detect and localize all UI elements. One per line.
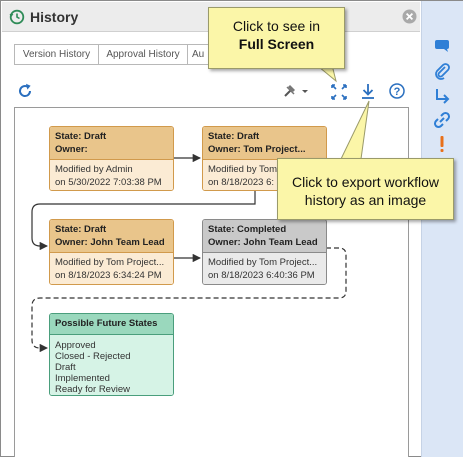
node-owner: Owner:: [55, 144, 88, 155]
node-header: State: Draft Owner: John Team Lead: [50, 220, 173, 253]
callout-line: Click to export workflow: [291, 174, 440, 190]
right-sidebar: [421, 1, 463, 457]
node-body: Modified by Tom Project... on 8/18/2023 …: [203, 253, 326, 284]
fullscreen-callout: Click to see in Full Screen: [208, 7, 345, 69]
arrow-return-icon[interactable]: [432, 86, 452, 106]
node-header: State: Draft Owner:: [50, 127, 173, 160]
future-states-node[interactable]: Possible Future States Approved Closed -…: [49, 313, 174, 396]
comment-icon[interactable]: [432, 36, 452, 56]
node-modified-by: Modified by Admin: [55, 164, 133, 175]
tools-dropdown-icon[interactable]: [282, 82, 310, 100]
node-date: on 8/18/2023 6:40:36 PM: [208, 270, 315, 281]
node-state: State: Draft: [208, 131, 260, 142]
workflow-node[interactable]: State: Completed Owner: John Team Lead M…: [202, 219, 327, 285]
callout-line: history as an image: [304, 192, 427, 208]
node-date: on 8/18/2023 6:34:24 PM: [55, 270, 162, 281]
paperclip-icon[interactable]: [432, 61, 452, 81]
history-icon: [9, 9, 25, 25]
future-states-title: Possible Future States: [50, 314, 173, 335]
export-callout: Click to export workflow history as an i…: [277, 158, 454, 220]
future-states-list: Approved Closed - Rejected Draft Impleme…: [50, 335, 173, 395]
workflow-connectors: [31, 153, 347, 353]
fullscreen-icon[interactable]: [330, 83, 348, 101]
node-state: State: Draft: [55, 224, 107, 235]
help-icon[interactable]: ?: [388, 82, 406, 100]
tab-version-history[interactable]: Version History: [14, 44, 99, 65]
workflow-node[interactable]: State: Draft Owner: Modified by Admin on…: [49, 126, 174, 191]
history-tabs: Version History Approval History Au: [14, 44, 217, 65]
tab-approval-history[interactable]: Approval History: [98, 44, 188, 65]
panel-title: History: [30, 9, 79, 25]
future-state-item: Closed - Rejected: [55, 351, 131, 362]
node-modified-by: Modified by Tom: [208, 164, 277, 175]
close-circle-icon[interactable]: [402, 9, 417, 24]
svg-text:?: ?: [394, 86, 401, 98]
node-owner: Owner: John Team Lead: [55, 237, 165, 248]
node-state: State: Completed: [208, 224, 287, 235]
future-state-item: Implemented: [55, 373, 110, 384]
callout-line: Click to see in: [232, 18, 321, 34]
refresh-icon[interactable]: [16, 82, 34, 100]
node-owner: Owner: John Team Lead: [208, 237, 318, 248]
node-date: on 8/18/2023 6:: [208, 177, 275, 188]
future-state-item: Ready for Review: [55, 384, 130, 395]
node-body: Modified by Admin on 5/30/2022 7:03:38 P…: [50, 160, 173, 190]
node-modified-by: Modified by Tom Project...: [208, 257, 318, 268]
node-header: State: Completed Owner: John Team Lead: [203, 220, 326, 253]
workflow-node[interactable]: State: Draft Owner: John Team Lead Modif…: [49, 219, 174, 285]
node-body: Modified by Tom Project... on 8/18/2023 …: [50, 253, 173, 284]
link-icon[interactable]: [432, 110, 452, 130]
node-header: State: Draft Owner: Tom Project...: [203, 127, 326, 160]
node-owner: Owner: Tom Project...: [208, 144, 306, 155]
future-state-item: Draft: [55, 362, 76, 373]
node-date: on 5/30/2022 7:03:38 PM: [55, 177, 162, 188]
download-icon[interactable]: [359, 82, 377, 100]
node-modified-by: Modified by Tom Project...: [55, 257, 165, 268]
future-state-item: Approved: [55, 340, 96, 351]
alert-icon[interactable]: [432, 134, 452, 154]
node-state: State: Draft: [55, 131, 107, 142]
callout-line-bold: Full Screen: [238, 36, 315, 52]
